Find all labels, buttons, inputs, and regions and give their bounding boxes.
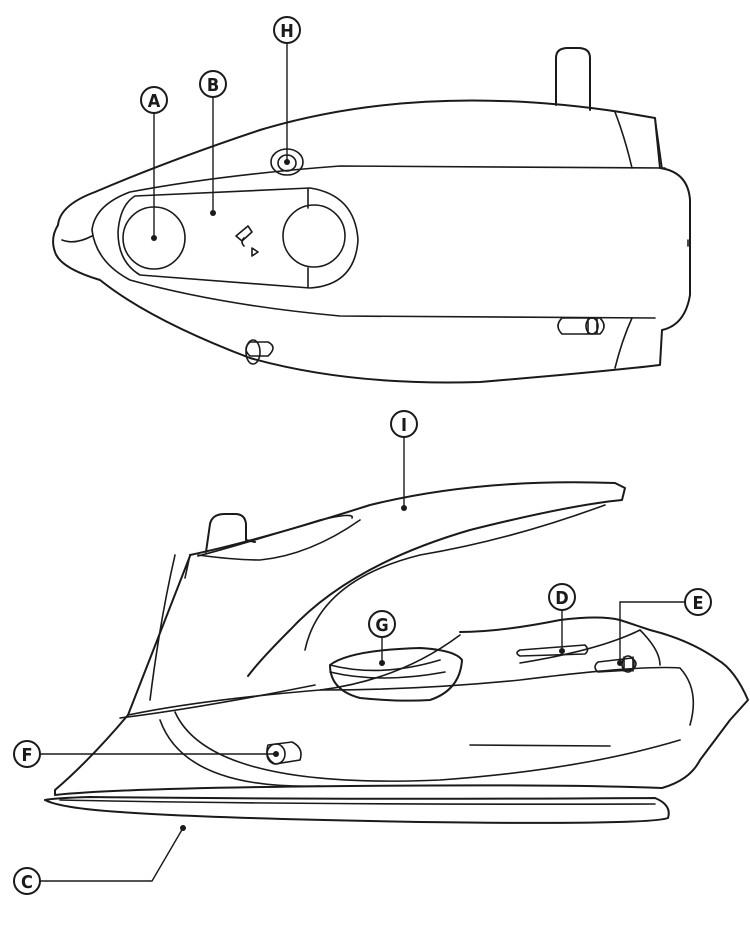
side-body <box>54 555 749 796</box>
callout-C: C <box>13 867 41 895</box>
cord-post <box>555 47 591 111</box>
top-right-switch <box>557 317 605 335</box>
callout-label-D: D <box>555 588 568 609</box>
callout-G: G <box>368 610 396 638</box>
soleplate <box>44 796 670 824</box>
callout-E: E <box>684 588 712 616</box>
callout-I: I <box>390 410 418 438</box>
steam-burst-button <box>282 204 346 268</box>
side-cord-post <box>205 513 256 553</box>
callout-label-G: G <box>375 615 388 636</box>
callout-D: D <box>548 583 576 611</box>
callout-A: A <box>140 86 168 114</box>
top-outer-body <box>52 99 691 384</box>
steam-control-slot <box>516 644 589 657</box>
callout-H: H <box>273 16 301 44</box>
callout-label-F: F <box>21 745 32 766</box>
iron-side-view <box>44 481 749 824</box>
callout-label-I: I <box>401 415 407 436</box>
leader-lines <box>40 43 685 882</box>
callout-label-A: A <box>148 91 161 112</box>
handle-top <box>189 481 626 677</box>
callout-label-E: E <box>692 593 703 614</box>
callout-label-C: C <box>21 872 33 893</box>
callout-F: F <box>13 740 41 768</box>
temperature-dial <box>329 647 463 702</box>
top-inner-tray <box>91 165 666 231</box>
steam-pictogram <box>235 225 253 247</box>
iron-top-view <box>52 47 691 384</box>
callout-label-B: B <box>207 75 219 96</box>
button-panel <box>117 187 359 289</box>
callout-label-H: H <box>280 21 294 42</box>
callout-B: B <box>199 70 227 98</box>
